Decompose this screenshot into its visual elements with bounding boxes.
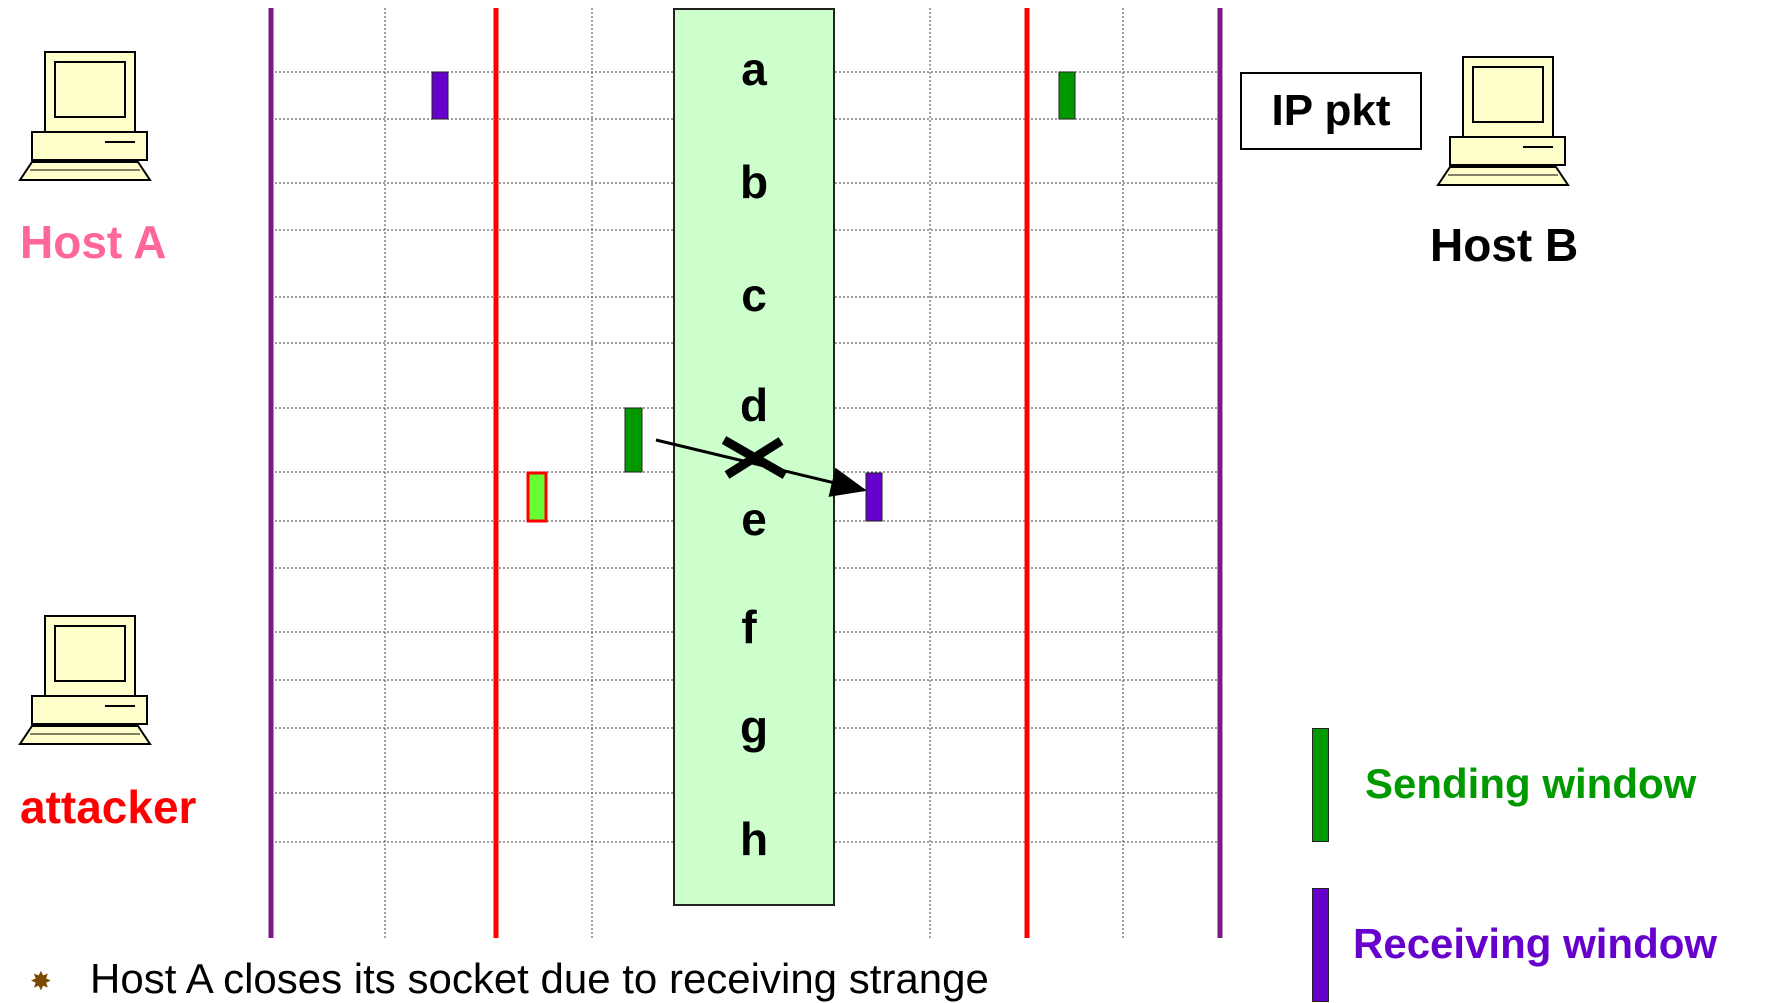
host-b-label: Host B [1430,219,1579,271]
host-a-label: Host A [20,216,167,268]
packet-receiving-window [865,472,883,522]
computer-icon [18,51,152,181]
computer-icon [1436,56,1570,186]
vertical-lines [268,8,1223,938]
ip-packet-box: IP pkt [1240,72,1422,150]
packet-sending-window [624,407,643,473]
frame-label-a: a [741,43,767,95]
bullet-text: Host A closes its socket due to receivin… [90,955,989,1002]
sending-window-legend-label: Sending window [1365,760,1697,807]
dropped-packet-x-icon [721,436,788,479]
bullet-star-icon: ✸ [30,966,52,996]
frame-label-e: e [741,493,767,545]
host-b-sending-window [1058,71,1076,120]
frame-label-f: f [741,601,757,653]
attacker-forged-window [526,471,548,523]
computer-icon [18,615,152,745]
receiving-window-legend-swatch [1312,888,1329,1002]
receiving-window-legend-label: Receiving window [1353,920,1718,967]
sending-window-legend-swatch [1312,728,1329,842]
ip-packet-label: IP pkt [1271,86,1391,135]
frame-label-g: g [739,701,769,753]
host-a-receiving-window [431,71,449,120]
frame-label-d: d [739,379,769,431]
frame-label-h: h [739,813,769,865]
attacker-label: attacker [20,781,197,833]
frame-label-c: c [741,269,767,321]
frame-label-b: b [739,156,769,208]
